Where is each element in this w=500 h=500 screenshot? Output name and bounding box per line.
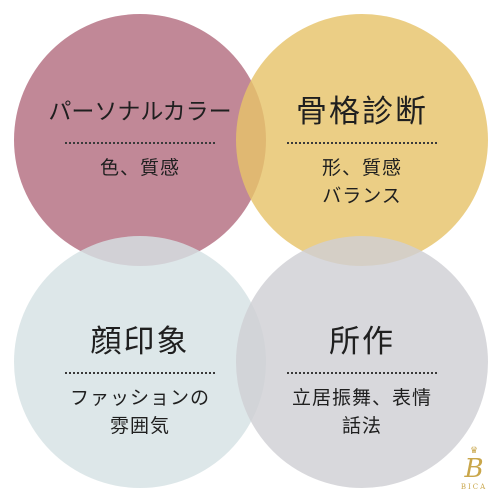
gesture-desc-line-2: 話法	[341, 415, 382, 437]
logo-mark: B	[464, 454, 484, 484]
logo-text: BICA	[460, 483, 488, 491]
face-impression-circle	[14, 236, 266, 488]
personal-color-divider	[65, 142, 215, 144]
personal-color-desc-line-1: 色、質感	[99, 157, 180, 179]
face-impression-desc-line-2: 雰囲気	[109, 415, 170, 437]
bone-structure-label-block: 骨格診断 形、質感 バランス	[262, 90, 462, 210]
face-impression-divider	[65, 372, 215, 374]
bone-structure-divider	[287, 142, 437, 144]
bone-structure-circle	[236, 14, 488, 266]
bica-logo: ♛ B BICA	[452, 446, 496, 498]
personal-color-title: パーソナルカラー	[48, 99, 232, 125]
face-impression-title: 顔印象	[90, 324, 190, 360]
bone-structure-desc-line-2: バランス	[322, 185, 402, 207]
bone-structure-desc-line-1: 形、質感	[321, 157, 402, 179]
gesture-circle	[236, 236, 488, 488]
gesture-title: 所作	[329, 324, 395, 360]
bone-structure-title: 骨格診断	[296, 94, 428, 130]
face-impression-label-block: 顔印象 ファッションの 雰囲気	[40, 320, 240, 440]
gesture-label-block: 所作 立居振舞、表情 話法	[262, 320, 462, 440]
personal-color-circle	[14, 14, 266, 266]
crown-icon: ♛	[469, 446, 479, 456]
personal-color-label-block: パーソナルカラー 色、質感	[40, 90, 240, 182]
face-impression-desc-line-1: ファッションの	[69, 387, 210, 409]
gesture-divider	[287, 372, 437, 374]
gesture-desc-line-1: 立居振舞、表情	[291, 387, 432, 409]
